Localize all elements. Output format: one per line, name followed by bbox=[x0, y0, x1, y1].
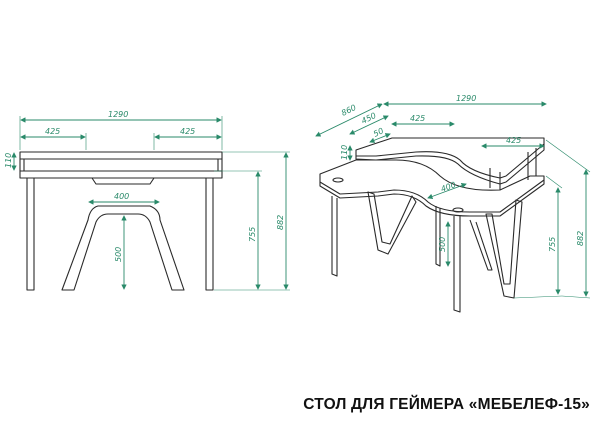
front-view: 1290 425 425 110 400 500 755 882 bbox=[4, 110, 290, 291]
front-gap-height-label: 500 bbox=[114, 247, 123, 262]
front-right-shelf-label: 425 bbox=[180, 127, 195, 136]
iso-view: 860 450 50 1290 425 425 110 400 500 755 … bbox=[315, 94, 591, 313]
front-leg-left bbox=[26, 177, 35, 291]
iso-leg-left bbox=[331, 196, 338, 277]
front-notch bbox=[91, 177, 155, 185]
iso-gap-height-label: 500 bbox=[438, 237, 447, 252]
iso-tabletop bbox=[319, 159, 545, 213]
iso-right-shelf-label: 425 bbox=[506, 136, 521, 145]
iso-width-label: 1290 bbox=[456, 94, 476, 103]
caption: СТОЛ ДЛЯ ГЕЙМЕРА «МЕБЕЛЕФ-15» bbox=[303, 396, 590, 413]
front-shelf-height-label: 110 bbox=[4, 153, 13, 168]
front-left-shelf-label: 425 bbox=[45, 127, 60, 136]
iso-total-height-label: 882 bbox=[576, 231, 585, 246]
front-gap-top-label: 400 bbox=[114, 192, 129, 201]
iso-table-height-label: 755 bbox=[548, 237, 557, 252]
iso-side-panel-left bbox=[367, 191, 417, 255]
front-shelf bbox=[19, 151, 223, 160]
front-leg-right bbox=[205, 177, 214, 291]
front-table-height-label: 755 bbox=[248, 227, 257, 242]
iso-shelf bbox=[355, 137, 545, 179]
front-center-panel bbox=[61, 205, 185, 291]
iso-cutout-label: 400 bbox=[440, 180, 457, 194]
iso-shelf-offset-label: 50 bbox=[372, 126, 385, 139]
iso-depth-label: 860 bbox=[340, 103, 358, 118]
iso-leg-back bbox=[435, 206, 441, 267]
front-total-height-label: 882 bbox=[276, 215, 285, 230]
front-tabletop bbox=[19, 170, 223, 179]
front-shelf-support-right bbox=[217, 159, 223, 171]
iso-leg-right bbox=[453, 216, 461, 313]
front-shelf-support-left bbox=[19, 159, 25, 171]
iso-shelf-height-label: 110 bbox=[340, 145, 349, 160]
front-width-label: 1290 bbox=[108, 110, 128, 119]
iso-left-shelf-label: 425 bbox=[410, 114, 425, 123]
iso-side-panel-right bbox=[485, 199, 523, 299]
iso-shelf-support bbox=[489, 148, 537, 190]
